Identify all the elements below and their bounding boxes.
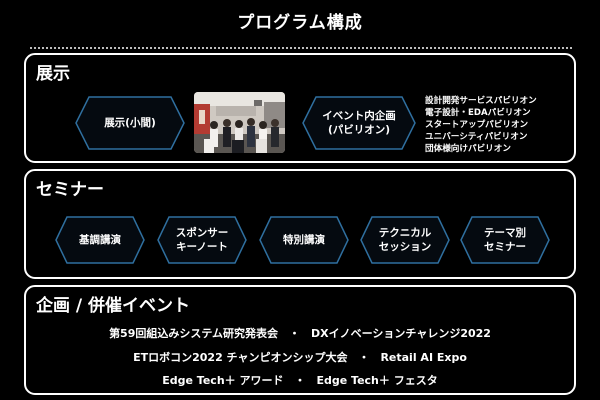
hex-sponsor-keynote: スポンサー キーノート xyxy=(157,216,247,264)
hex-event-pavilion: イベント内企画 (パビリオン) xyxy=(302,96,416,150)
hex-exhibition-booth: 展示(小間) xyxy=(75,96,185,150)
hex-exhibition-booth-label: 展示(小間) xyxy=(104,116,156,129)
pavilion-item: スタートアップパビリオン xyxy=(425,120,529,130)
exhibition-panel: 展示 展示(小間) イベント内企画 (パビリオン) xyxy=(24,53,576,163)
seminar-heading: セミナー xyxy=(36,180,104,200)
events-heading: 企画 / 併催イベント xyxy=(36,296,191,316)
dotted-divider xyxy=(30,47,572,49)
hexagon-shape xyxy=(259,216,349,264)
exhibition-heading: 展示 xyxy=(36,64,70,84)
events-panel: 企画 / 併催イベント 第59回組込みシステム研究発表会 ・ DXイノベーション… xyxy=(24,285,576,395)
pavilion-item: 団体様向けパビリオン xyxy=(425,144,511,154)
hexagon-shape xyxy=(302,96,416,150)
hex-event-pavilion-label: イベント内企画 (パビリオン) xyxy=(322,109,396,136)
hex-technical-session: テクニカル セッション xyxy=(360,216,450,264)
exhibition-hall-photo xyxy=(194,92,285,153)
hexagon-shape xyxy=(460,216,550,264)
event-line: ETロボコン2022 チャンピオンシップ大会 ・ Retail AI Expo xyxy=(133,351,467,364)
hex-special-lecture: 特別講演 xyxy=(259,216,349,264)
hexagon-shape xyxy=(55,216,145,264)
event-line: 第59回組込みシステム研究発表会 ・ DXイノベーションチャレンジ2022 xyxy=(109,327,491,340)
hex-technical-session-label: テクニカル セッション xyxy=(378,226,432,253)
hex-theme-seminar: テーマ別 セミナー xyxy=(460,216,550,264)
hex-keynote-label: 基調講演 xyxy=(79,233,121,246)
pavilion-list: 設計開発サービスパビリオン 電子設計・EDAパビリオン スタートアップパビリオン… xyxy=(425,95,537,155)
page-title: プログラム構成 xyxy=(237,13,363,33)
pavilion-item: ユニバーシティパビリオン xyxy=(425,132,528,142)
hex-theme-seminar-label: テーマ別 セミナー xyxy=(484,226,526,253)
hexagon-shape xyxy=(157,216,247,264)
hexagon-shape xyxy=(75,96,185,150)
pavilion-item: 設計開発サービスパビリオン xyxy=(425,96,537,106)
hexagon-shape xyxy=(360,216,450,264)
pavilion-item: 電子設計・EDAパビリオン xyxy=(425,108,531,118)
hex-special-lecture-label: 特別講演 xyxy=(283,233,325,246)
hex-sponsor-keynote-label: スポンサー キーノート xyxy=(175,226,229,253)
event-line: Edge Tech＋ アワード ・ Edge Tech＋ フェスタ xyxy=(162,374,438,387)
hex-keynote: 基調講演 xyxy=(55,216,145,264)
seminar-panel: セミナー 基調講演 スポンサー キーノート 特別講演 テクニカル セッション テ… xyxy=(24,169,576,279)
